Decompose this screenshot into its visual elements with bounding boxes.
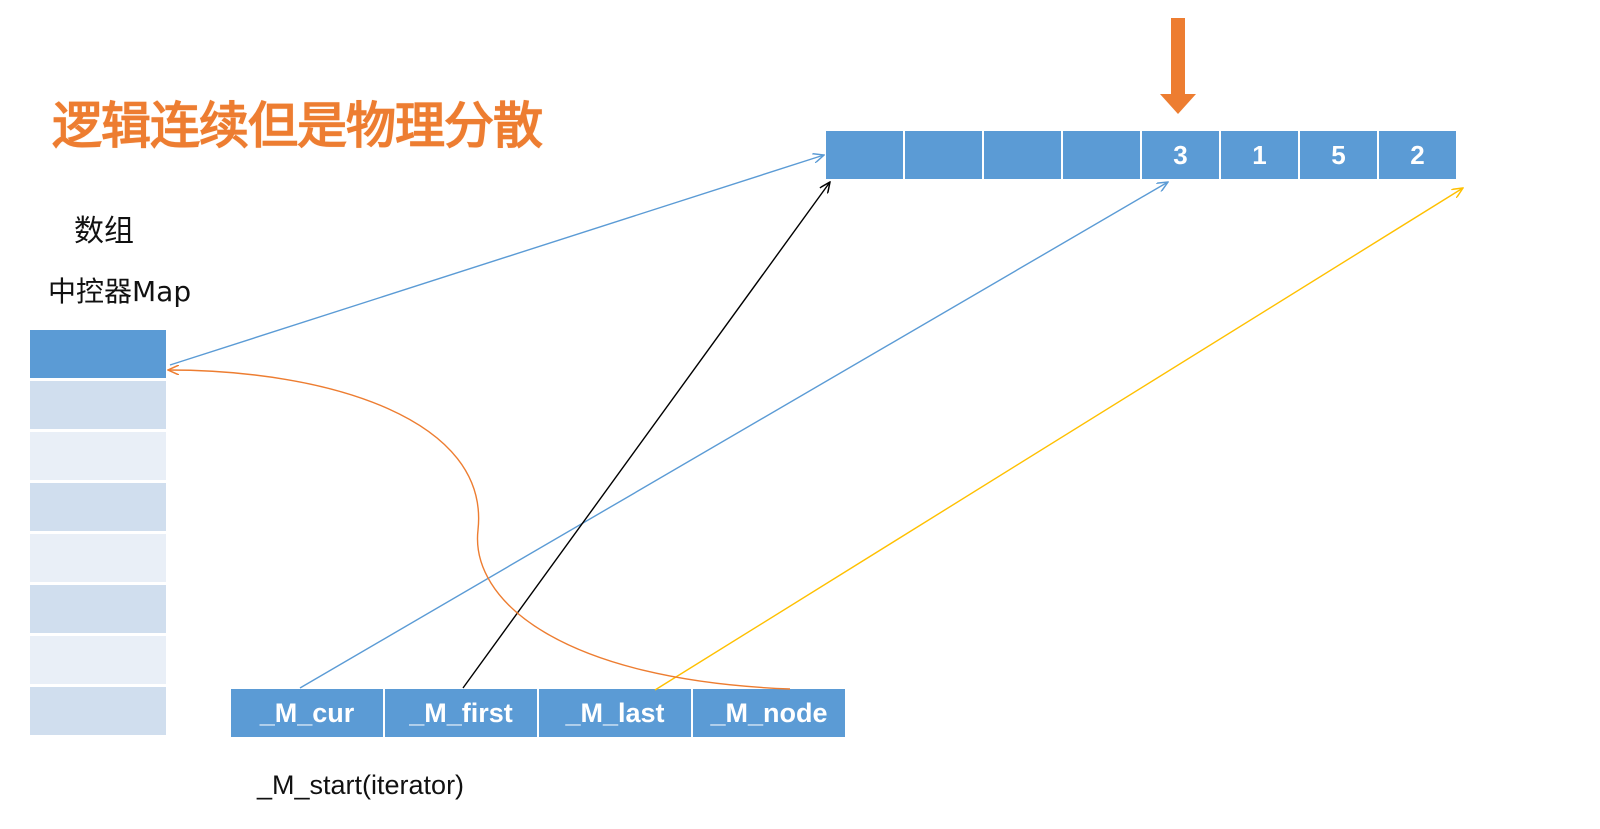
buffer-cell: 1 xyxy=(1221,131,1300,179)
map-cell xyxy=(30,687,166,738)
buffer-cell xyxy=(1063,131,1142,179)
first-arrow xyxy=(462,182,830,689)
iterator-field-last: _M_last xyxy=(539,689,693,737)
map-cell xyxy=(30,432,166,483)
node-arrow xyxy=(168,370,791,690)
buffer-cell: 5 xyxy=(1300,131,1379,179)
map-label: 中控器Map xyxy=(48,275,192,308)
down-arrow-icon xyxy=(1160,18,1196,114)
diagram-title: 逻辑连续但是物理分散 xyxy=(52,97,543,155)
buffer-cell xyxy=(826,131,905,179)
map-cell xyxy=(30,585,166,636)
array-label: 数组 xyxy=(74,214,134,249)
map-cell xyxy=(30,381,166,432)
map-array xyxy=(30,330,166,738)
buffer-array: 3 1 5 2 xyxy=(826,131,1456,179)
buffer-cell xyxy=(905,131,984,179)
iterator-field-first: _M_first xyxy=(385,689,539,737)
map-cell-active xyxy=(30,330,166,381)
map-to-buffer-arrow xyxy=(169,155,824,366)
buffer-cell: 2 xyxy=(1379,131,1456,179)
map-cell xyxy=(30,636,166,687)
iterator-field-cur: _M_cur xyxy=(231,689,385,737)
iterator-struct: _M_cur _M_first _M_last _M_node xyxy=(231,689,845,737)
cur-arrow xyxy=(299,182,1168,689)
map-cell xyxy=(30,483,166,534)
map-cell xyxy=(30,534,166,585)
buffer-cell: 3 xyxy=(1142,131,1221,179)
iterator-label: _M_start(iterator) xyxy=(257,770,465,800)
last-arrow xyxy=(654,188,1463,691)
iterator-field-node: _M_node xyxy=(693,689,845,737)
buffer-cell xyxy=(984,131,1063,179)
